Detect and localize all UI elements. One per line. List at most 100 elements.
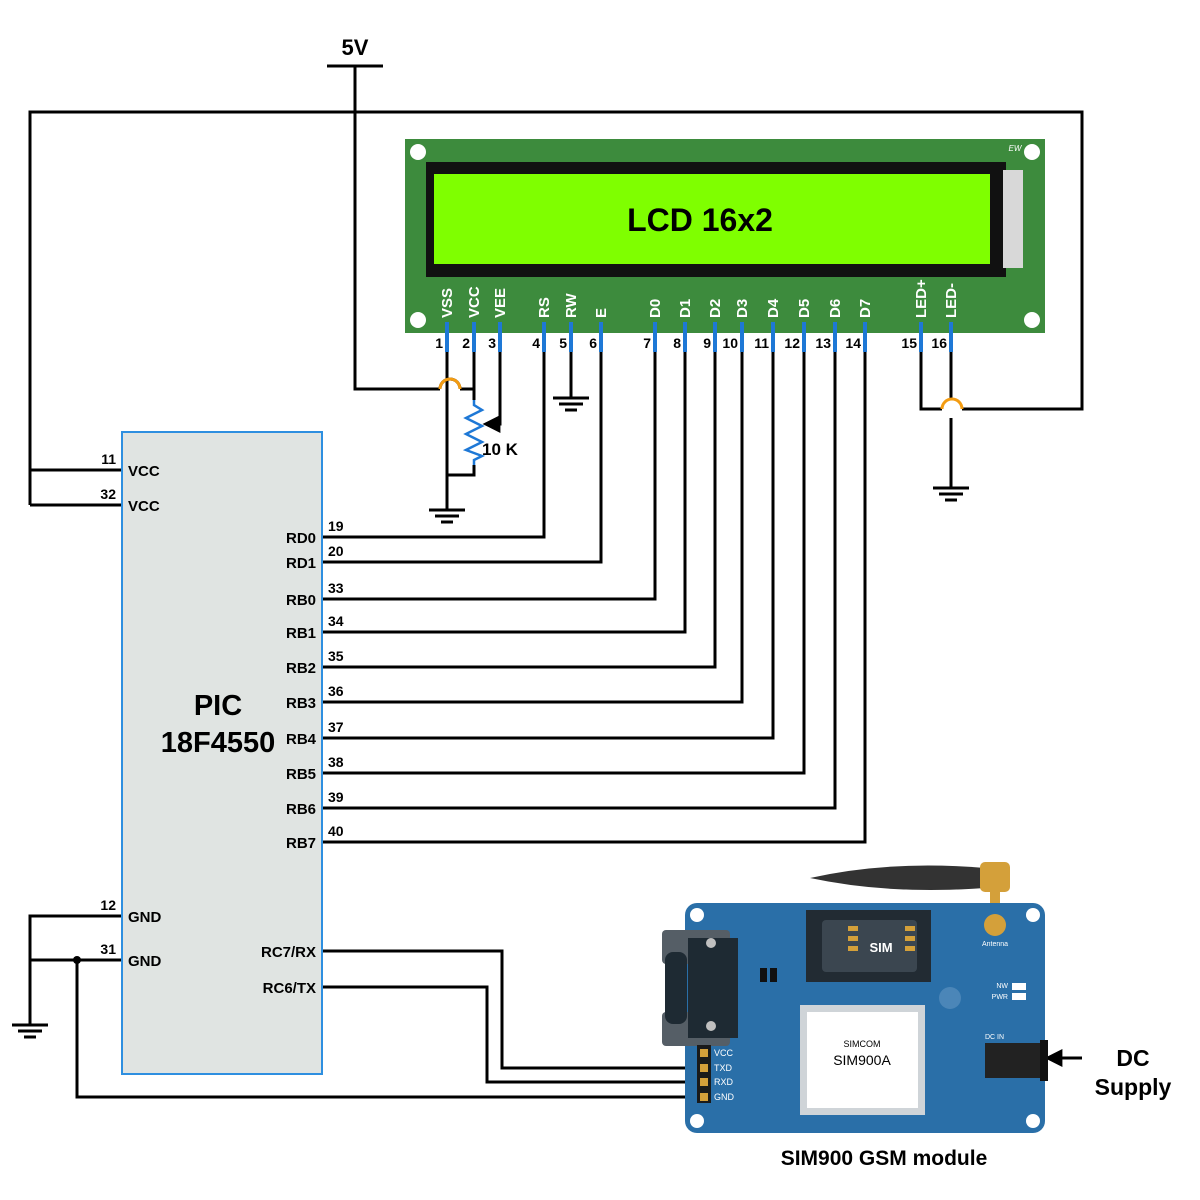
lcd-pin-label: D3: [734, 299, 751, 318]
lcd-pin-label: LED+: [913, 279, 930, 318]
lcd-screen: [434, 174, 990, 264]
sim-contacts: [848, 926, 915, 951]
nw-led-icon: [1012, 983, 1026, 990]
lcd-pin-label: D4: [765, 298, 782, 318]
pwr-led-icon: [1012, 993, 1026, 1000]
lcd-brand: EW: [1009, 144, 1023, 153]
lcd-pin-number: 12: [784, 335, 800, 351]
supply-label: 5V: [342, 35, 369, 60]
pic-pin-label: RC7/RX: [261, 944, 316, 961]
nw-led-label: NW: [996, 983, 1008, 990]
header-pin-vcc: [700, 1049, 708, 1057]
lcd-backlight: [1003, 170, 1023, 268]
header-pin-rxd: [700, 1078, 708, 1086]
pic-pin-number: 20: [328, 543, 344, 559]
serial-port-icon: [665, 952, 687, 1024]
pic-pin-number: 38: [328, 754, 344, 770]
gsm-chip: [807, 1012, 918, 1108]
pic-title: PIC: [194, 690, 242, 722]
junction-dot: [73, 956, 81, 964]
lcd-pin-number: 13: [815, 335, 831, 351]
lcd-pin-label: RW: [563, 292, 580, 318]
dc-supply-label-line2: Supply: [1095, 1074, 1172, 1100]
pic-pin-number: 35: [328, 648, 344, 664]
lcd-pin-number: 3: [488, 335, 496, 351]
lcd-pin-label: D2: [707, 299, 724, 318]
lcd-pin-number: 15: [901, 335, 917, 351]
antenna-icon: [810, 865, 985, 891]
header-pin-txd: [700, 1064, 708, 1072]
ground-symbol: [12, 1023, 48, 1039]
pic-pin-label: RB4: [286, 731, 317, 748]
lcd-pin-number: 7: [643, 335, 651, 351]
screw-icon: [706, 1021, 716, 1031]
dc-supply-label-line1: DC: [1116, 1045, 1149, 1071]
pic-pin-number: 31: [100, 941, 116, 957]
lcd-pin-number: 5: [559, 335, 567, 351]
lcd-pin-number: 9: [703, 335, 711, 351]
pic-pin-label: VCC: [128, 498, 160, 515]
mounting-hole: [690, 908, 704, 922]
pwr-led-label: PWR: [992, 994, 1008, 1001]
pic-pin-label: GND: [128, 953, 162, 970]
pic-pin-label: VCC: [128, 463, 160, 480]
pic-pin-label: RB0: [286, 592, 316, 609]
antenna-connector-stem: [990, 892, 1000, 908]
mounting-hole: [410, 312, 426, 328]
pic-pin-number: 11: [101, 451, 116, 467]
lcd-pin-label: VEE: [492, 288, 509, 318]
mounting-hole: [1024, 144, 1040, 160]
lcd-pin-label: VCC: [466, 286, 483, 318]
component-icon: [770, 968, 777, 982]
ground-symbol: [553, 396, 589, 412]
pic-pin-label: GND: [128, 909, 162, 926]
pic-pin-number: 12: [100, 897, 116, 913]
wire-crossover: [438, 377, 462, 390]
pic-body: [121, 431, 323, 1075]
lcd-module: EW LCD 16x2 VSS1VCC2VEE3RS4RW5E6D07D18D2…: [405, 139, 1045, 352]
pic-pin-number: 37: [328, 719, 344, 735]
pic-pin-label: RB7: [286, 835, 316, 852]
header-pin-label: GND: [714, 1092, 735, 1102]
pic-model: 18F4550: [161, 727, 276, 759]
mounting-hole: [690, 1114, 704, 1128]
pic-pin-label: RB2: [286, 660, 316, 677]
gsm-caption: SIM900 GSM module: [781, 1147, 988, 1170]
lcd-pin-label: LED-: [943, 283, 960, 318]
sim-card-slot: [822, 920, 917, 972]
lcd-pin-number: 14: [845, 335, 861, 351]
pic-pin-label: RD1: [286, 555, 316, 572]
wire-crossover: [940, 397, 964, 410]
lcd-pin-label: D7: [857, 299, 874, 318]
pic-pin-label: RD0: [286, 530, 316, 547]
pic-pin-label: RB6: [286, 801, 316, 818]
antenna-label: Antenna: [982, 941, 1008, 948]
lcd-pin-number: 10: [722, 335, 738, 351]
wires: [28, 66, 1084, 1099]
header-pin-label: VCC: [714, 1048, 734, 1058]
gsm-chip-brand: SIMCOM: [844, 1039, 881, 1049]
lcd-pin-label: D6: [827, 299, 844, 318]
dc-in-label: DC IN: [985, 1034, 1004, 1041]
header-pin-label: TXD: [714, 1063, 733, 1073]
header-strip: [697, 1045, 711, 1103]
header-pin-label: RXD: [714, 1077, 734, 1087]
ground-symbol: [933, 486, 969, 502]
lcd-pin-label: D0: [647, 299, 664, 318]
screw-icon: [706, 938, 716, 948]
lcd-pin-number: 16: [931, 335, 947, 351]
antenna-pad: [984, 914, 1006, 936]
lcd-pin-label: D1: [677, 299, 694, 318]
pic-pin-number: 39: [328, 789, 344, 805]
antenna-connector: [980, 862, 1010, 892]
mounting-hole: [1026, 908, 1040, 922]
header-pin-gnd: [700, 1093, 708, 1101]
gsm-chip-model: SIM900A: [833, 1052, 891, 1068]
mounting-hole: [410, 144, 426, 160]
component-icon: [939, 987, 961, 1009]
pic-pin-number: 19: [328, 518, 344, 534]
ground-symbol: [429, 508, 465, 524]
lcd-pin-number: 8: [673, 335, 681, 351]
lcd-pin-number: 4: [532, 335, 540, 351]
